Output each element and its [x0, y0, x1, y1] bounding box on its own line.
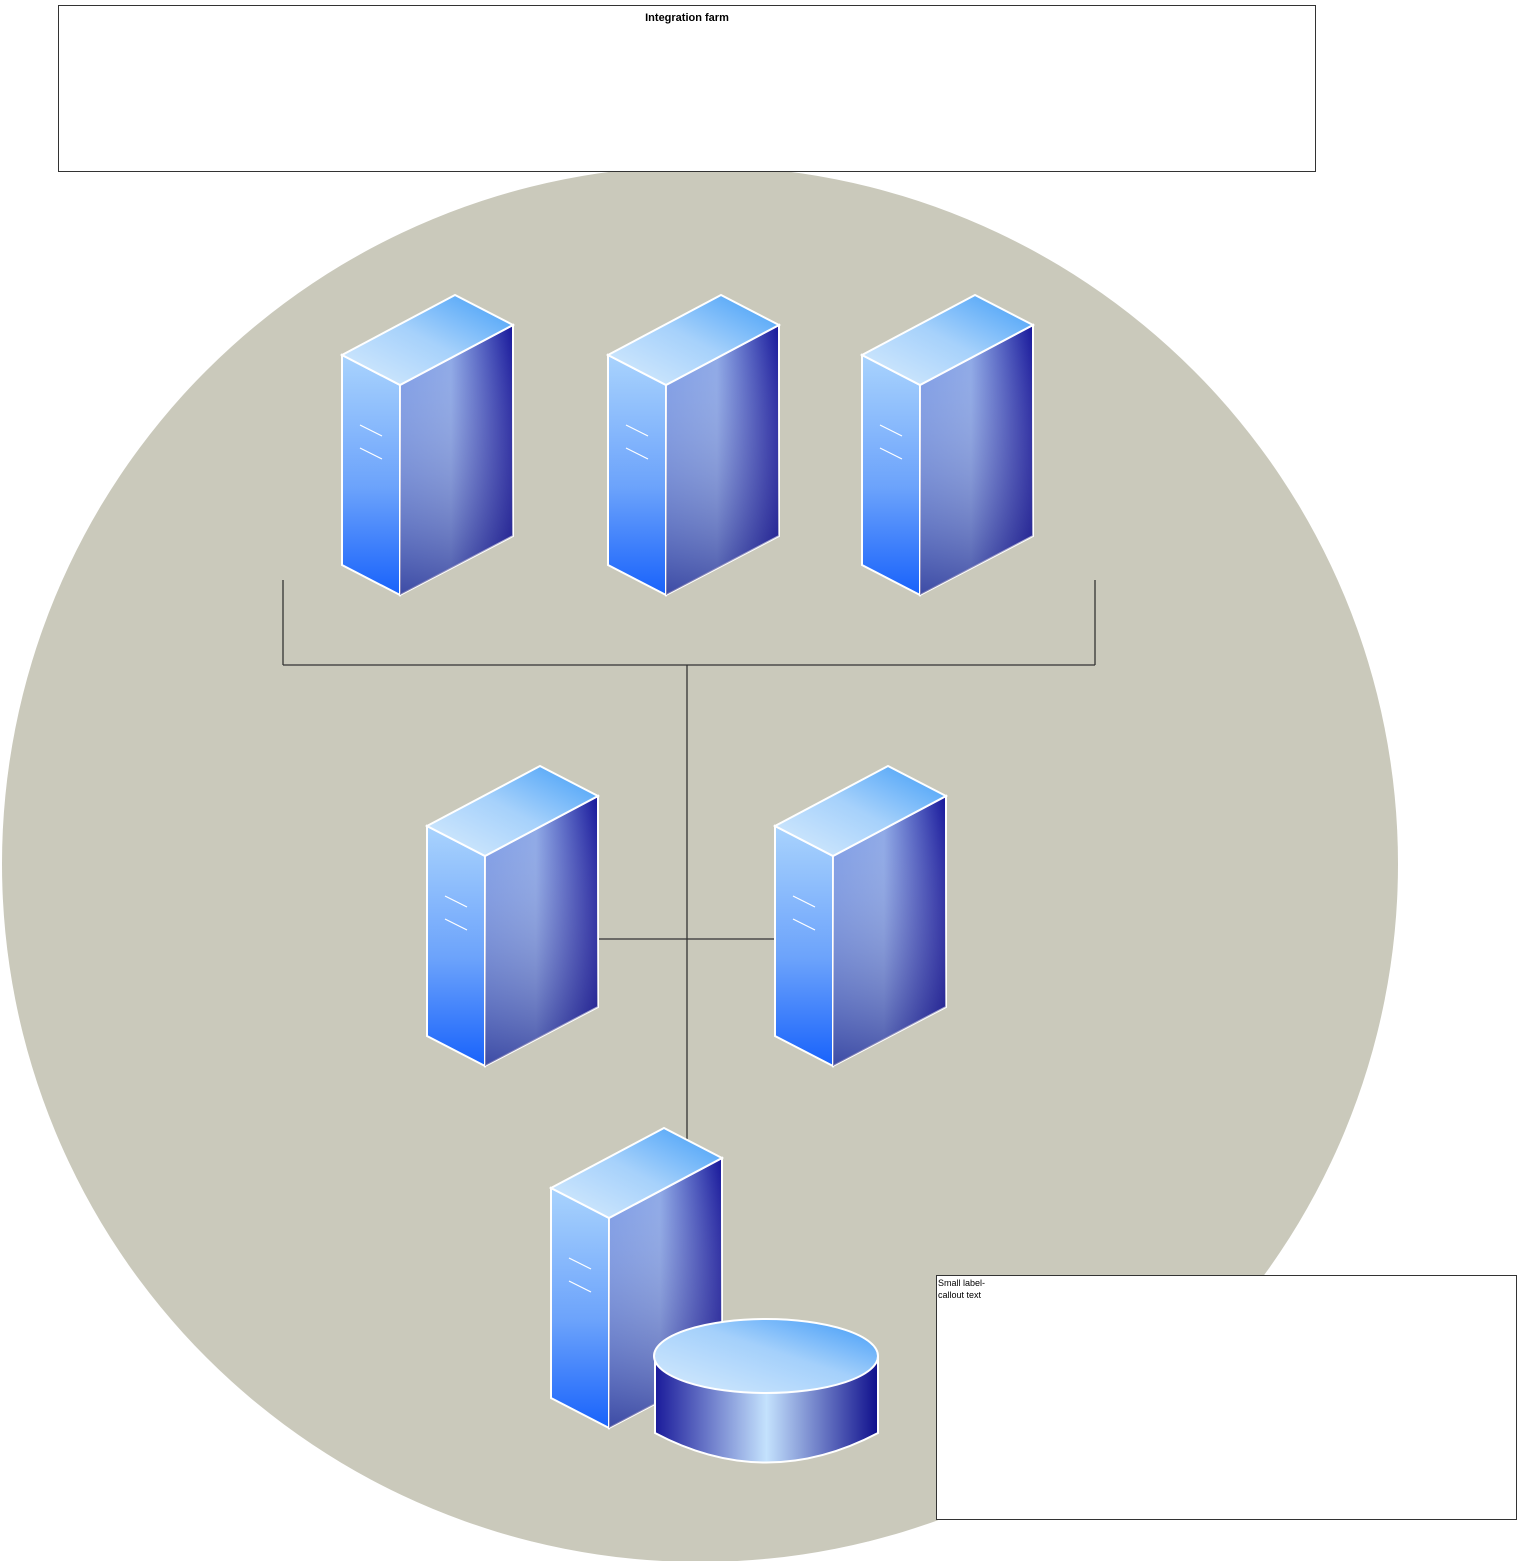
diagram-title: Integration farm — [645, 12, 729, 24]
callout-text: Small label- callout text — [938, 1278, 986, 1300]
network-connectors — [282, 580, 1096, 1140]
database-cylinder-icon — [653, 1318, 879, 1464]
database-server-icon — [550, 1127, 879, 1464]
title-box: Integration farm — [58, 5, 1316, 172]
callout-box: Small label- callout text — [936, 1275, 1517, 1520]
